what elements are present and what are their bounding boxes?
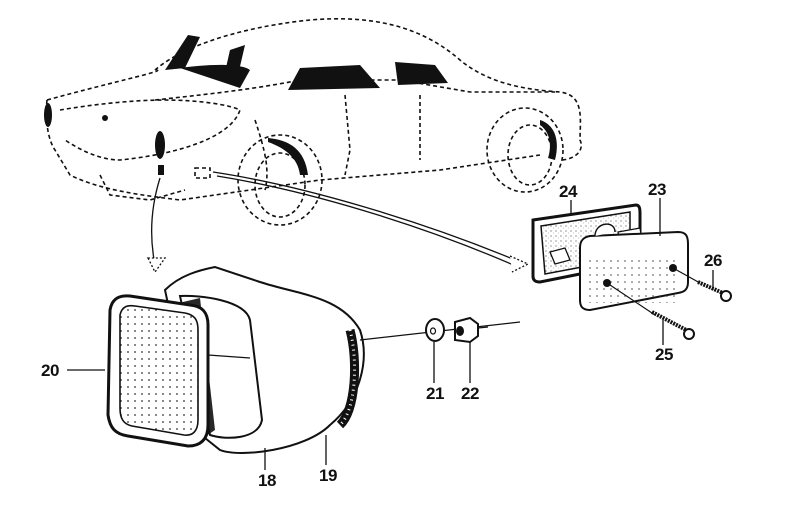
part-label-25: 25 xyxy=(655,345,673,364)
part-label-19: 19 xyxy=(319,466,337,485)
car-outline xyxy=(45,17,582,226)
screws xyxy=(606,267,732,340)
car-windows xyxy=(44,35,557,175)
callout-arrows xyxy=(146,171,530,274)
leader-lines xyxy=(67,198,714,470)
part-label-21: 21 xyxy=(426,384,444,403)
part-23-plate-lamp xyxy=(579,223,689,312)
part-label-23: 23 xyxy=(648,180,666,199)
part-label-24: 24 xyxy=(559,182,577,201)
part-label-20: 20 xyxy=(41,361,59,380)
part-label-26: 26 xyxy=(704,251,722,270)
part-label-22: 22 xyxy=(461,384,479,403)
part-label-18: 18 xyxy=(258,471,276,490)
part-21-washer xyxy=(425,318,445,342)
part-20-lens xyxy=(106,294,251,448)
part-22-nut xyxy=(454,316,489,344)
